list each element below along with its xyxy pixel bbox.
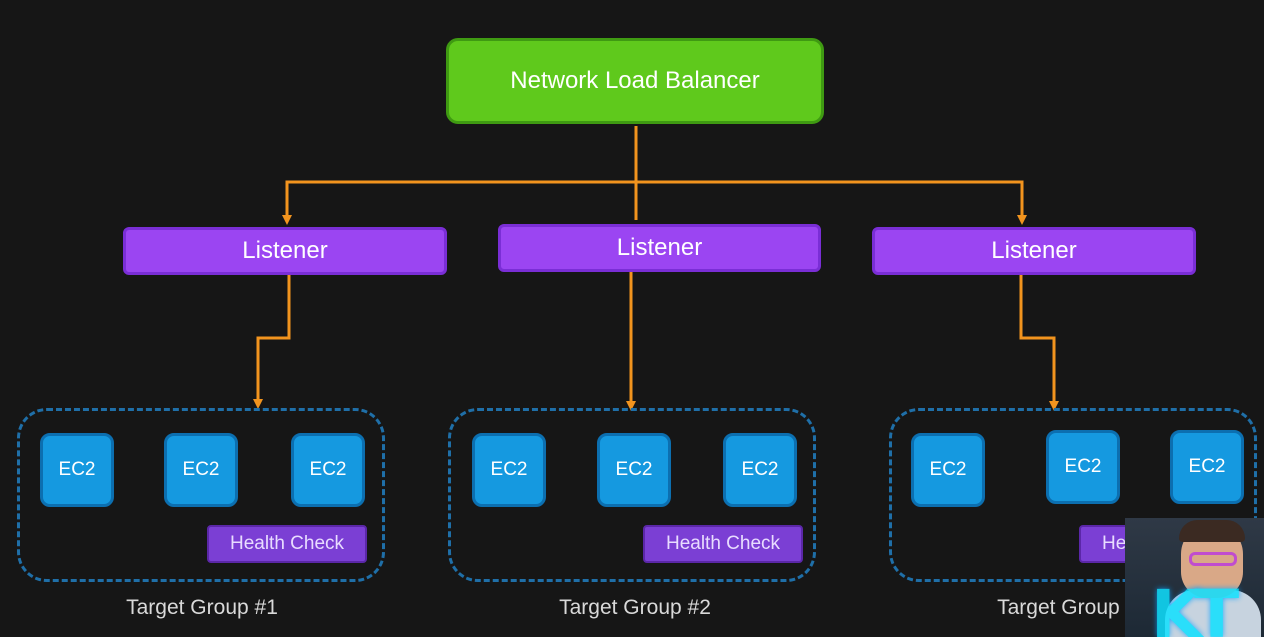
- listener-node-2: Listener: [498, 224, 821, 272]
- presenter-hair: [1179, 520, 1245, 542]
- ec2-instance: EC2: [40, 433, 114, 507]
- channel-logo: KT: [1151, 576, 1239, 637]
- ec2-instance: EC2: [1170, 430, 1244, 504]
- listener-1-to-group-1-line: [253, 274, 291, 409]
- nlb-to-listener-3-line: [636, 180, 1027, 225]
- health-check-badge-2: Health Check: [643, 525, 803, 563]
- network-load-balancer-node: Network Load Balancer: [446, 38, 824, 124]
- presenter-glasses: [1189, 552, 1237, 566]
- health-check-badge-1: Health Check: [207, 525, 367, 563]
- ec2-instance: EC2: [597, 433, 671, 507]
- listener-3-to-group-3-line: [1019, 274, 1059, 411]
- ec2-instance: EC2: [911, 433, 985, 507]
- target-group-2-boundary: [448, 408, 816, 582]
- target-group-1-boundary: [17, 408, 385, 582]
- nlb-to-listener-1-line: [282, 180, 636, 225]
- ec2-instance: EC2: [1046, 430, 1120, 504]
- ec2-instance: EC2: [472, 433, 546, 507]
- target-group-2-label: Target Group #2: [559, 596, 711, 619]
- ec2-instance: EC2: [164, 433, 238, 507]
- listener-node-1: Listener: [123, 227, 447, 275]
- target-group-3-boundary: [889, 408, 1257, 582]
- presenter-webcam-overlay: KT: [1125, 518, 1264, 637]
- target-group-1-label: Target Group #1: [126, 596, 278, 619]
- ec2-instance: EC2: [723, 433, 797, 507]
- ec2-instance: EC2: [291, 433, 365, 507]
- target-group-3-label: Target Group #3: [997, 596, 1149, 619]
- listener-node-3: Listener: [872, 227, 1196, 275]
